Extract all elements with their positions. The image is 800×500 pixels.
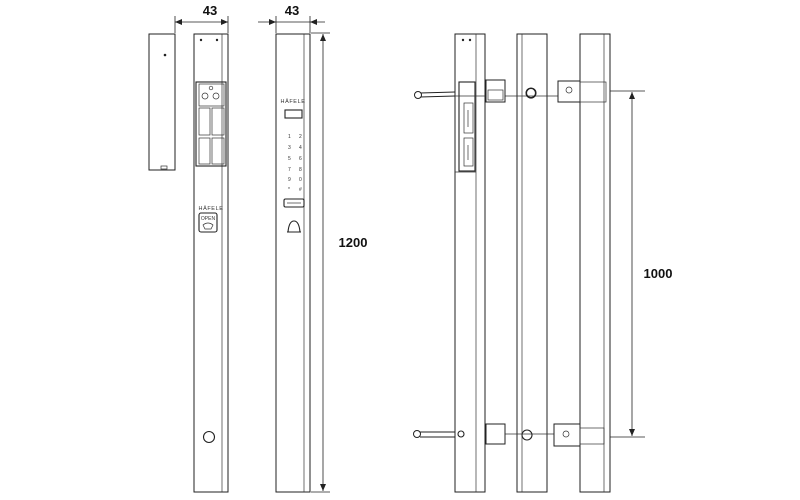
dimension-width-front: 43 xyxy=(258,3,325,33)
brand-label-front: HÄFELE xyxy=(281,98,306,105)
keypad: 1 2 3 4 5 6 7 8 9 0 * # xyxy=(288,134,302,193)
upper-washer-icon xyxy=(525,87,537,99)
side-lock-body xyxy=(458,81,476,172)
lock-mechanism xyxy=(195,81,227,167)
key-3: 3 xyxy=(288,145,291,151)
function-button xyxy=(283,198,305,208)
key-cylinder-icon xyxy=(202,430,216,444)
hand-icon xyxy=(202,222,214,230)
cover-box xyxy=(148,33,176,171)
key-7: 7 xyxy=(288,167,291,173)
bell-icon xyxy=(287,220,301,233)
key-9: 9 xyxy=(288,177,291,183)
lower-washer-icon xyxy=(521,429,533,441)
dim-width-left-label: 43 xyxy=(203,3,217,18)
side-lock-profile xyxy=(454,33,486,493)
open-button-label: OPEN xyxy=(201,216,216,222)
dim-height-label: 1200 xyxy=(339,235,368,250)
key-1: 1 xyxy=(288,134,291,140)
back-handle-profile xyxy=(579,33,611,493)
lower-fixing xyxy=(413,423,605,447)
dimension-height: 1200 xyxy=(311,32,368,493)
upper-fixing xyxy=(414,79,607,103)
key-star: * xyxy=(288,187,290,193)
key-0: 0 xyxy=(299,177,302,183)
brand-label-back: HÄFELE xyxy=(199,205,224,212)
card-reader xyxy=(284,109,303,119)
key-4: 4 xyxy=(299,145,302,151)
lower-screw-icon xyxy=(413,430,421,438)
cover-screw-icon xyxy=(163,53,167,57)
upper-screw-icon xyxy=(414,91,422,99)
glass-door-panel xyxy=(516,33,548,493)
key-2: 2 xyxy=(299,134,302,140)
key-8: 8 xyxy=(299,167,302,173)
dim-width-front-label: 43 xyxy=(285,3,299,18)
dimension-width-left: 43 xyxy=(174,3,229,33)
side-view xyxy=(413,33,611,493)
key-6: 6 xyxy=(299,156,302,162)
key-hash: # xyxy=(299,187,302,193)
open-button xyxy=(198,212,218,233)
dimension-handle-spacing: 1000 xyxy=(610,90,673,438)
key-5: 5 xyxy=(288,156,291,162)
left-view: HÄFELE OPEN xyxy=(148,33,229,493)
dim-spacing-label: 1000 xyxy=(644,266,673,281)
front-view: HÄFELE 1 2 3 4 5 6 7 8 9 0 * # xyxy=(275,33,311,493)
